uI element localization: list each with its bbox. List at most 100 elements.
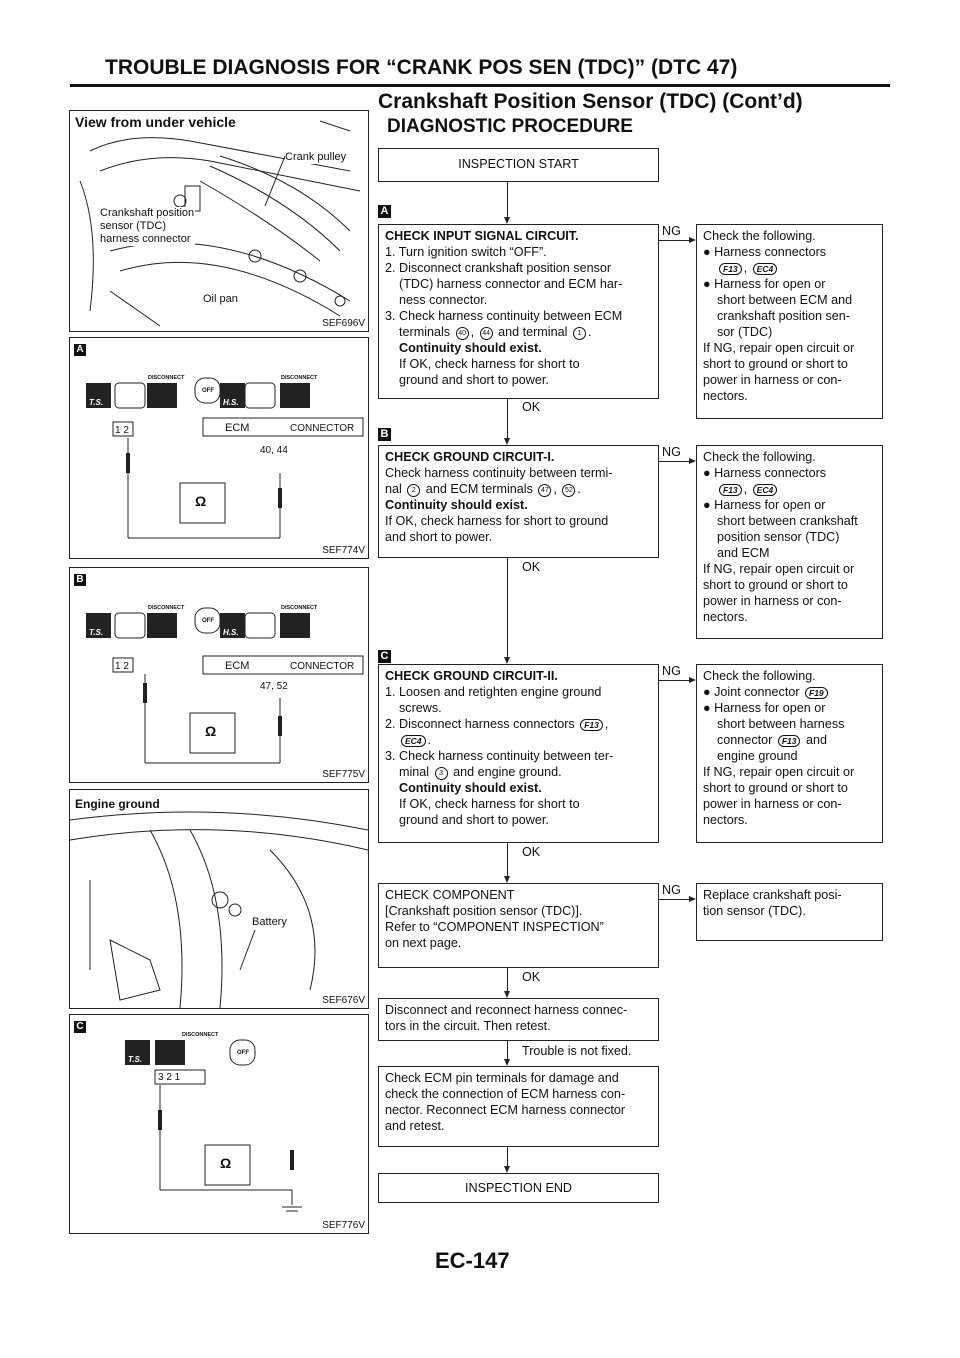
label-disconnect: DISCONNECT xyxy=(281,375,318,381)
text: If NG, repair open circuit or xyxy=(703,341,855,355)
label-terminals: 1 2 xyxy=(115,425,129,436)
text: on next page. xyxy=(385,936,462,950)
label-ignition-off: OFF xyxy=(202,388,214,394)
ok-label: OK xyxy=(522,845,541,859)
step-marker-a: A xyxy=(378,205,391,218)
ng-action-box-component: Replace crankshaft posi-tion sensor (TDC… xyxy=(696,883,883,941)
text: and retest. xyxy=(385,1119,445,1133)
text-line: ● Harness for open or xyxy=(703,700,876,716)
text-line: sor (TDC) xyxy=(703,324,876,340)
label-hs-tool: H.S. xyxy=(223,628,239,637)
label-connector: CONNECTOR xyxy=(290,661,355,672)
text: short between harness xyxy=(717,717,845,731)
text-line: Continuity should exist. xyxy=(385,780,652,796)
connector-badge: EC4 xyxy=(401,735,426,747)
text: nal xyxy=(385,482,406,496)
text: ● Harness connectors xyxy=(703,245,827,259)
text-line: tors in the circuit. Then retest. xyxy=(385,1018,652,1034)
text-line: F13, EC4 xyxy=(703,481,876,497)
text: and short to power. xyxy=(385,530,493,544)
text-line: short between crankshaft xyxy=(703,513,876,529)
ng-action-box-b: Check the following.● Harness connectors… xyxy=(696,445,883,639)
text-line: ● Harness connectors xyxy=(703,244,876,260)
terminal-number: 2 xyxy=(407,484,421,497)
text-line: Replace crankshaft posi- xyxy=(703,887,876,903)
label-disconnect: DISCONNECT xyxy=(281,605,318,611)
text: If NG, repair open circuit or xyxy=(703,562,855,576)
connector-badge: F13 xyxy=(777,735,801,747)
text: and ECM terminals xyxy=(422,482,537,496)
text: Disconnect and reconnect harness connec- xyxy=(385,1003,628,1017)
text: ● Harness for open or xyxy=(703,498,826,512)
text-line: ground and short to power. xyxy=(385,372,652,388)
text: If NG, repair open circuit or xyxy=(703,765,855,779)
figure-check-c: C DISCONNECT T.S. OFF 3 2 1 Ω SEF776V xyxy=(69,1014,369,1234)
text-line: and retest. xyxy=(385,1118,652,1134)
label-ecm: ECM xyxy=(225,660,250,672)
text-line: If OK, check harness for short to ground xyxy=(385,513,652,529)
text: 3. Check harness continuity between ter- xyxy=(385,749,614,763)
label-ts-tool: T.S. xyxy=(89,398,104,407)
figure-id: SEF774V xyxy=(322,545,365,556)
connector-badge: F13 xyxy=(580,719,603,731)
label-disconnect: DISCONNECT xyxy=(148,605,185,611)
text-line: minal 3 and engine ground. xyxy=(385,764,652,780)
label-ecm-terminals: 47, 52 xyxy=(260,680,288,693)
text-line: ness connector. xyxy=(385,292,652,308)
text-line: Continuity should exist. xyxy=(385,340,652,356)
text-line: Continuity should exist. xyxy=(385,497,652,513)
terminal-number: 3 xyxy=(434,767,448,780)
text: If OK, check harness for short to ground xyxy=(385,514,609,528)
text-line: Check the following. xyxy=(703,668,876,684)
text: If OK, check harness for short to xyxy=(399,357,580,371)
text-line: Check the following. xyxy=(703,228,876,244)
text: tion sensor (TDC). xyxy=(703,904,806,918)
text: connector xyxy=(717,733,776,747)
circuit-test-drawing xyxy=(125,1039,302,1212)
text: minal xyxy=(399,765,433,779)
text: position sensor (TDC) xyxy=(717,530,840,544)
text: , xyxy=(553,482,561,496)
text-line: CHECK GROUND CIRCUIT-II. xyxy=(385,668,652,684)
text: crankshaft position sen- xyxy=(717,309,851,323)
text: Check the following. xyxy=(703,229,816,243)
text: tors in the circuit. Then retest. xyxy=(385,1019,551,1033)
check-ground-circuit-1-box: CHECK GROUND CIRCUIT-I.Check harness con… xyxy=(378,445,659,558)
label-disconnect: DISCONNECT xyxy=(148,375,185,381)
text: , xyxy=(604,717,609,731)
ng-label: NG xyxy=(662,224,681,238)
ng-label: NG xyxy=(662,664,681,678)
inspection-end-box: INSPECTION END xyxy=(378,1173,659,1203)
page-title: TROUBLE DIAGNOSIS FOR “CRANK POS SEN (TD… xyxy=(105,56,738,79)
connector-badge: EC4 xyxy=(752,484,778,496)
text-line: power in harness or con- xyxy=(703,796,876,812)
label-ignition-off: OFF xyxy=(237,1050,249,1056)
label-sensor-connector: Crankshaft position sensor (TDC) harness… xyxy=(100,207,195,246)
text: 1. Turn ignition switch “OFF”. xyxy=(385,245,547,259)
text: , xyxy=(743,261,751,275)
circuit-test-drawing xyxy=(86,377,364,539)
page-subtitle: Crankshaft Position Sensor (TDC) (Cont’d… xyxy=(378,90,803,113)
text-line: If NG, repair open circuit or xyxy=(703,561,876,577)
heading-text: Continuity should exist. xyxy=(385,498,528,512)
text-line: nectors. xyxy=(703,812,876,828)
text-line: If OK, check harness for short to xyxy=(385,356,652,372)
step-marker-c: C xyxy=(378,650,391,663)
text: short to ground or short to xyxy=(703,578,848,592)
text: ground and short to power. xyxy=(399,373,549,387)
ng-label: NG xyxy=(662,883,681,897)
text: short between crankshaft xyxy=(717,514,858,528)
text-line: crankshaft position sen- xyxy=(703,308,876,324)
text-line: EC4. xyxy=(385,732,652,748)
text-line: tion sensor (TDC). xyxy=(703,903,876,919)
text-line: ● Joint connector F19 xyxy=(703,684,876,700)
reconnect-retest-box: Disconnect and reconnect harness connec-… xyxy=(378,998,659,1041)
inspection-start-box: INSPECTION START xyxy=(378,148,659,182)
text-line: ● Harness for open or xyxy=(703,276,876,292)
section-title: DIAGNOSTIC PROCEDURE xyxy=(387,116,633,137)
text-line: 2. Disconnect crankshaft position sensor xyxy=(385,260,652,276)
text: and terminal xyxy=(494,325,571,339)
text-line: ● Harness for open or xyxy=(703,497,876,513)
text-line: [Crankshaft position sensor (TDC)]. xyxy=(385,903,652,919)
